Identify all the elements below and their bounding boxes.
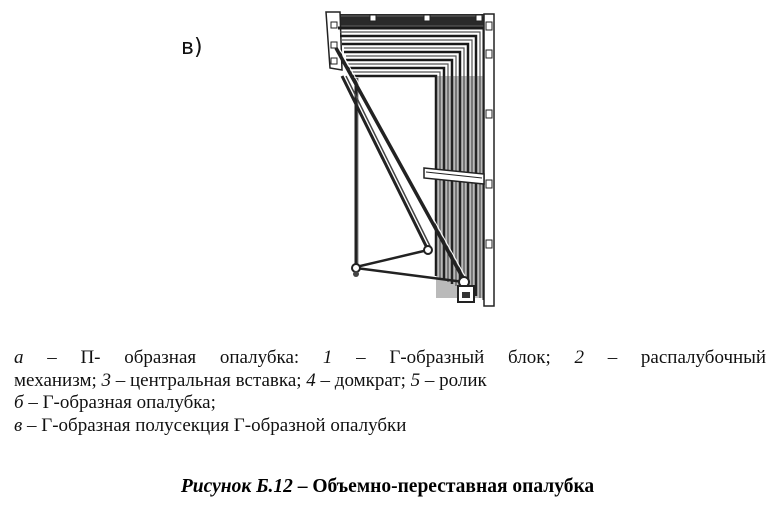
legend-text: Г-образная полусекция Г-образной опалубк… [41,414,407,436]
figure-legend: а – П- образная опалубка: 1 – Г-образный… [14,347,766,437]
legend-letter: а [14,347,24,368]
panel-label: в) [181,35,203,60]
legend-letter: в [14,414,23,436]
formwork-illustration [325,11,495,307]
caption-label: Рисунок Б.12 [180,476,293,497]
legend-letter: б [14,392,24,413]
legend-text: П- образная опалубка: [80,347,300,368]
legend-item-a-cont: механизм; 3 – центральная вставка; 4 – д… [14,369,487,391]
legend-item-b: б – Г-образная опалубка; [14,392,216,413]
legend-text: Г-образная опалубка; [42,392,216,413]
figure-caption: Рисунок Б.12 – Объемно-переставная опалу… [180,476,595,497]
caption-title: Объемно-переставная опалубка [312,476,595,497]
legend-item-a: а – П- образная опалубка: 1 – Г-образный… [14,347,767,368]
legend-item-v: в – Г-образная полусекция Г-образной опа… [14,414,407,436]
